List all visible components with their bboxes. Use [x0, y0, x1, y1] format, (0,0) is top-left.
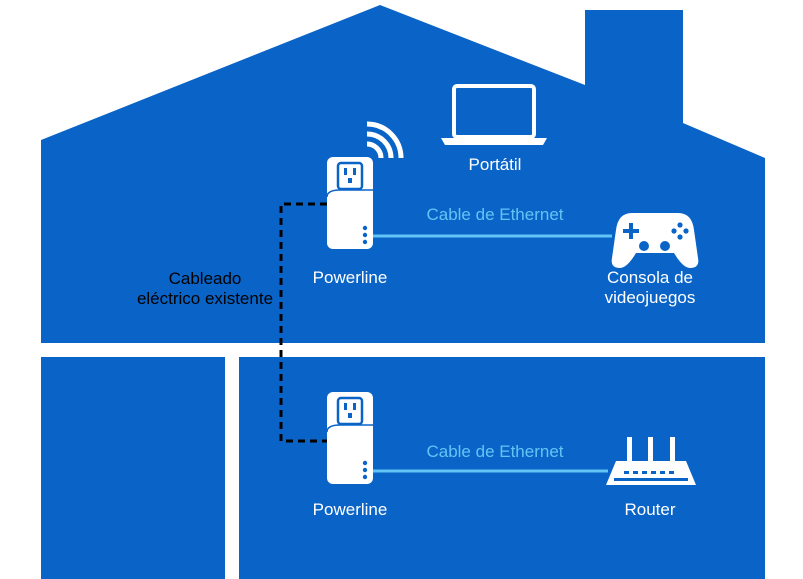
powerline-adapter-top-icon — [326, 157, 373, 249]
gamepad-icon — [611, 213, 699, 268]
ethernet-cable-top-label: Cable de Ethernet — [426, 205, 564, 224]
electrical-wiring-label: Cableado eléctrico existente — [136, 269, 274, 308]
electrical-wiring-line — [279, 202, 327, 443]
outlet-icon — [336, 396, 364, 426]
wifi-icon — [366, 121, 404, 159]
powerline-bottom-label: Powerline — [312, 500, 388, 519]
house-lower-left-room — [41, 357, 225, 579]
router-icon — [606, 437, 696, 485]
laptop-icon — [441, 84, 547, 145]
powerline-adapter-bottom-icon — [326, 392, 373, 484]
outlet-icon — [336, 161, 364, 191]
ethernet-cable-bottom-label: Cable de Ethernet — [426, 442, 564, 461]
house-upper-floor — [41, 5, 765, 343]
powerline-top-label: Powerline — [312, 268, 388, 287]
router-label: Router — [624, 500, 676, 519]
laptop-label: Portátil — [468, 155, 522, 174]
console-label: Consola de videojuegos — [604, 268, 696, 307]
